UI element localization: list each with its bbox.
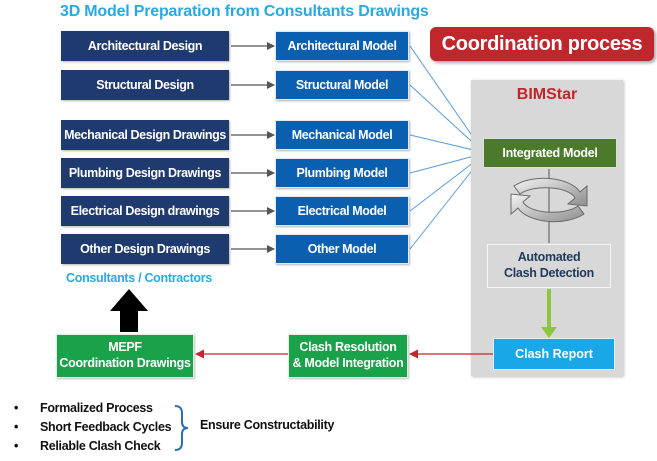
model-to-integrated-arrow (409, 151, 483, 174)
model-to-integrated-arrow (409, 134, 483, 155)
list-item: •Formalized Process (14, 399, 171, 418)
model-box-plumbing: Plumbing Model (275, 158, 409, 188)
clash-report-box: Clash Report (493, 338, 615, 370)
model-box-structural: Structural Model (275, 70, 409, 100)
ensure-constructability-label: Ensure Constructability (200, 418, 335, 432)
design-box-plumbing: Plumbing Design Drawings (61, 158, 229, 188)
bullet-dot: • (14, 439, 19, 453)
automated-clash-detection-box: Automated Clash Detection (487, 244, 611, 288)
bullet-bracket (174, 405, 189, 451)
list-item: •Short Feedback Cycles (14, 418, 172, 437)
model-to-integrated-arrow (409, 157, 483, 250)
clash-detection-line2: Clash Detection (504, 266, 594, 280)
cycle-arrows-icon (510, 177, 588, 223)
model-box-other: Other Model (275, 234, 409, 264)
design-box-other: Other Design Drawings (61, 234, 229, 264)
design-box-architectural: Architectural Design (61, 31, 229, 61)
bullet-dot: • (14, 420, 19, 434)
mepf-to-consultants-arrow (110, 289, 148, 332)
coordination-process-banner: Coordination process (430, 27, 654, 61)
model-box-electrical: Electrical Model (275, 196, 409, 226)
design-box-mechanical: Mechanical Design Drawings (61, 120, 229, 150)
benefits-list: •Formalized Process •Short Feedback Cycl… (14, 399, 172, 456)
model-to-integrated-arrow (409, 155, 483, 212)
consultants-label: Consultants / Contractors (66, 271, 212, 285)
clash-resolution-line2: & Model Integration (292, 356, 404, 370)
bullet-dot: • (14, 401, 19, 415)
detection-to-report-arrow (541, 289, 557, 338)
mepf-line2: Coordination Drawings (59, 356, 191, 370)
page-title: 3D Model Preparation from Consultants Dr… (60, 3, 429, 20)
mepf-coordination-box: MEPF Coordination Drawings (56, 334, 194, 378)
list-item: •Reliable Clash Check (14, 437, 171, 456)
design-box-structural: Structural Design (61, 70, 229, 100)
bimstar-label: BIMStar (516, 86, 578, 103)
integrated-model-box: Integrated Model (483, 138, 617, 168)
clash-resolution-line1: Clash Resolution (299, 340, 397, 355)
model-box-architectural: Architectural Model (275, 31, 409, 61)
clash-detection-line1: Automated (517, 250, 581, 265)
design-box-electrical: Electrical Design drawings (61, 196, 229, 226)
clash-resolution-box: Clash Resolution & Model Integration (288, 334, 408, 378)
model-to-integrated-arrow (409, 45, 483, 151)
model-box-mechanical: Mechanical Model (275, 120, 409, 150)
mepf-line1: MEPF (108, 340, 142, 355)
model-to-integrated-arrow (409, 84, 483, 152)
